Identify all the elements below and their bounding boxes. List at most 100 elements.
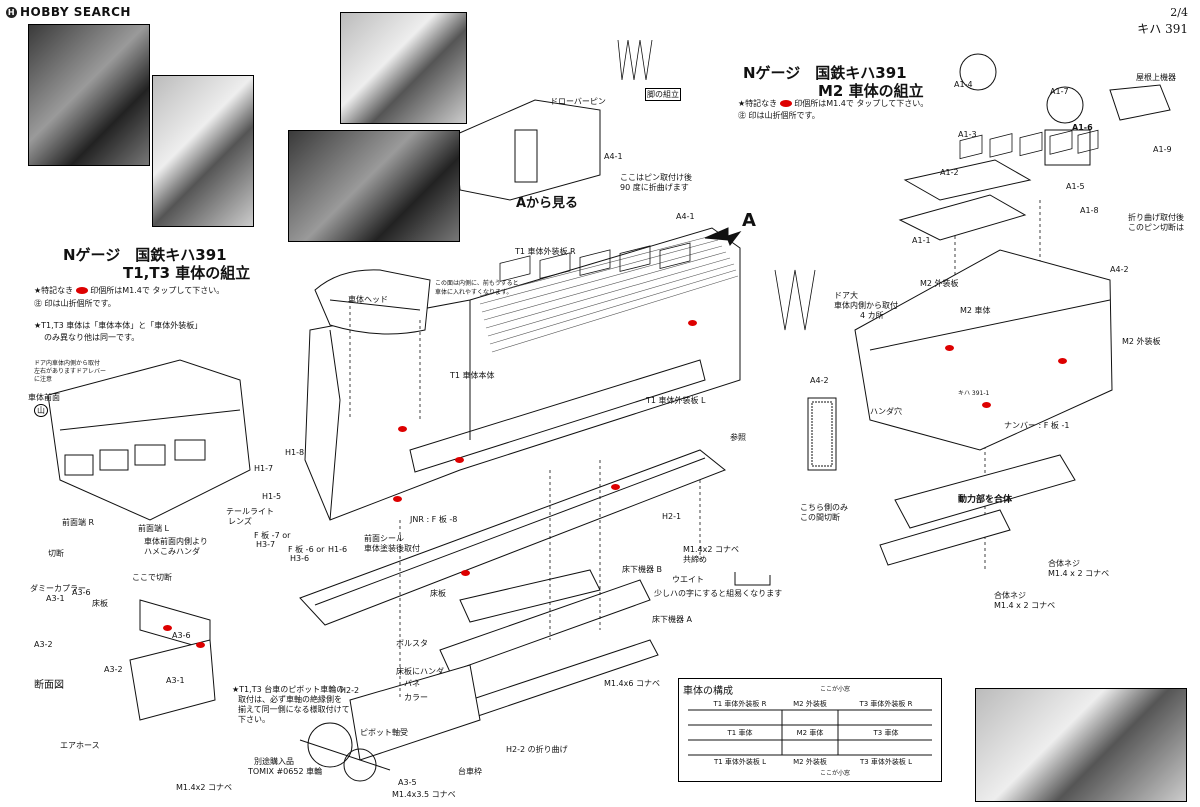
label-h21: H2-1 (662, 512, 682, 521)
label-a12: A1-2 (940, 168, 959, 177)
label-screw-2: M1.4x2 コナベ (176, 783, 232, 792)
label-under-b: 床下機器 B (622, 565, 663, 574)
body-composition-box (678, 678, 942, 782)
label-cut: 切断 (48, 549, 64, 558)
label-a18: A1-8 (1080, 206, 1099, 215)
label-floor: 床板 (92, 599, 108, 608)
label-tail-lens-1: テールライト (226, 507, 274, 516)
label-a36: A3-6 (72, 588, 91, 597)
label-front-l: 前面端 L (138, 524, 169, 533)
label-bolster: ボルスタ (396, 639, 428, 648)
label-a42: A4-2 (1110, 265, 1129, 274)
tap-mark (393, 496, 402, 502)
label-h17: H1-7 (254, 464, 274, 473)
label-arrow-a: A (742, 210, 756, 231)
label-collar: カラー (404, 693, 428, 702)
label-door-m-1: ドア大 (834, 291, 858, 300)
photo-front-cab (28, 24, 150, 166)
label-weight-note: 少しハの字にすると組易くなります (654, 589, 783, 598)
label-screw-6: 合体ネジ (994, 591, 1026, 600)
a-view-label: Aから見る (516, 196, 579, 211)
t-note-fold: ㊟ 印は山折個所です。 (34, 299, 116, 308)
label-front-r: 前面端 R (62, 518, 95, 527)
label-front-note-2: ハメこみハンダ (144, 547, 200, 556)
label-h16: H1-6 (328, 545, 348, 554)
t-note-star: ★特記なき 印個所はM1.4で タップして下さい。 (34, 286, 225, 295)
label-spring: バネ (404, 679, 420, 688)
label-a13: A1-3 (958, 130, 977, 139)
legend-bot-l2: M2 外装板 (793, 758, 827, 766)
label-a42b: A4-2 (810, 376, 829, 385)
label-fold-pin-2: このピン切断は (1128, 223, 1184, 232)
label-h22: H2-2 (340, 686, 360, 695)
label-screw-3: M1.4x3.5 コナベ (392, 790, 456, 799)
legend-title: 車体の構成 (683, 686, 733, 697)
legend-mid-2: M2 車体 (796, 729, 824, 737)
label-power: 動力部を合体 (958, 495, 1013, 505)
label-a35: A3-5 (398, 778, 417, 787)
label-door-m-3: 4 カ所 (860, 311, 884, 320)
label-fold-assembly: 脚の組立 (645, 88, 681, 101)
label-h15: H1-5 (262, 492, 282, 501)
label-door-note-3: に注意 (34, 376, 53, 383)
tap-mark (945, 345, 954, 351)
red-mark-icon-m (779, 100, 792, 107)
label-front-seal-2: 車体塗装後取付 (364, 544, 420, 553)
red-mark-icon (75, 287, 88, 294)
label-pin-note-2: 90 度に折曲げます (620, 183, 689, 192)
tap-mark (163, 625, 172, 631)
label-yama: 山 (34, 404, 48, 417)
label-weight: ウエイト (672, 575, 704, 584)
label-m2-side-b: M2 外装板 (1122, 337, 1161, 346)
photo-body-assembly (288, 130, 460, 242)
label-tail-lens-2: レンズ (228, 517, 252, 526)
m-note-fold: ㊟ 印は山折個所です。 (738, 111, 820, 120)
label-this-side-2: この間切断 (800, 513, 840, 522)
tap-mark (196, 642, 205, 648)
label-door-note-1: ドア内車体内側から取付 (34, 360, 101, 367)
label-screw-1: M1.4x2 コナベ (683, 545, 739, 554)
label-m2-side: M2 外装板 (920, 279, 959, 288)
label-m2-body: M2 車体 (960, 306, 991, 315)
label-pivot-note-2: 取付は、必ず車軸の絶縁側を (238, 695, 342, 704)
tap-mark (455, 457, 464, 463)
legend-top-r3: T3 車体外装板 R (859, 700, 913, 708)
hobby-search-icon: H (6, 7, 17, 18)
label-a16: A1-6 (1072, 123, 1093, 132)
label-screw-5b: M1.4 x 2 コナベ (1048, 569, 1110, 578)
label-screw-5: 合体ネジ (1048, 559, 1080, 568)
label-number: ナンバー : F 板 -1 (1004, 421, 1070, 430)
label-pivot-note-4: 下さい。 (238, 715, 270, 724)
label-cut-here: ここで切断 (132, 573, 172, 582)
photo-top-view (340, 12, 467, 124)
label-under-a: 床下機器 A (652, 615, 693, 624)
label-roof-equip: 屋根上機器 (1136, 73, 1176, 82)
label-pivot-note-3: 揃えて同一側になる様取付けて (238, 705, 350, 714)
legend-top-r1: T1 車体外装板 R (713, 700, 767, 708)
label-front-face: 車体前面 (28, 393, 60, 402)
label-fold-pin-1: 折り曲げ取付後 (1128, 213, 1184, 222)
label-a31b: A3-1 (166, 676, 185, 685)
photo-cab-interior (152, 75, 254, 227)
label-solder-floor: 床板にハンダ (396, 667, 444, 676)
t-note-t13-1: ★T1,T3 車体は「車体本体」と「車体外装板」 (34, 321, 203, 330)
label-section: 断面図 (34, 680, 64, 691)
label-pivot: ピボット軸受 (360, 728, 408, 737)
label-screw-1b: 共締め (683, 555, 707, 564)
label-pin-note-1: ここはピン取付け後 (620, 173, 692, 182)
label-a15: A1-5 (1066, 182, 1085, 191)
t-title-2: T1,T3 車体の組立 (123, 264, 251, 282)
label-this-side-1: こちら側のみ (800, 503, 848, 512)
label-f-plate: F 板 -7 or (254, 531, 291, 540)
label-a36b: A3-6 (172, 631, 191, 640)
label-head-note-2: 車体に入れやすくなります。 (435, 289, 513, 296)
label-h37: H3-7 (256, 540, 276, 549)
label-a17: A1-7 (1050, 87, 1069, 96)
label-a32: A3-2 (34, 640, 53, 649)
label-a41b: A4-1 (676, 212, 695, 221)
legend-mid-3: T3 車体 (873, 729, 899, 737)
legend-mid-1: T1 車体 (727, 729, 753, 737)
label-front-note-1: 車体前面内側より (144, 537, 208, 546)
label-sold-sep: 別途購入品 (254, 757, 294, 766)
